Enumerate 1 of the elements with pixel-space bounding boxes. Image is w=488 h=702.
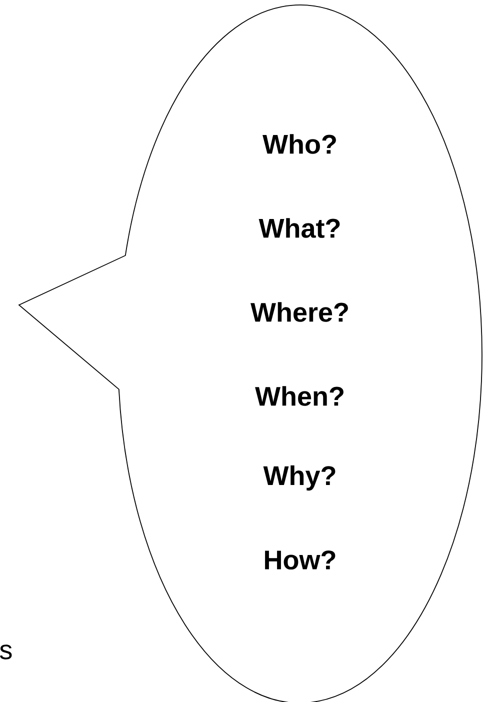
speech-bubble: Who? What? Where? When? Why? How? — [18, 4, 482, 702]
